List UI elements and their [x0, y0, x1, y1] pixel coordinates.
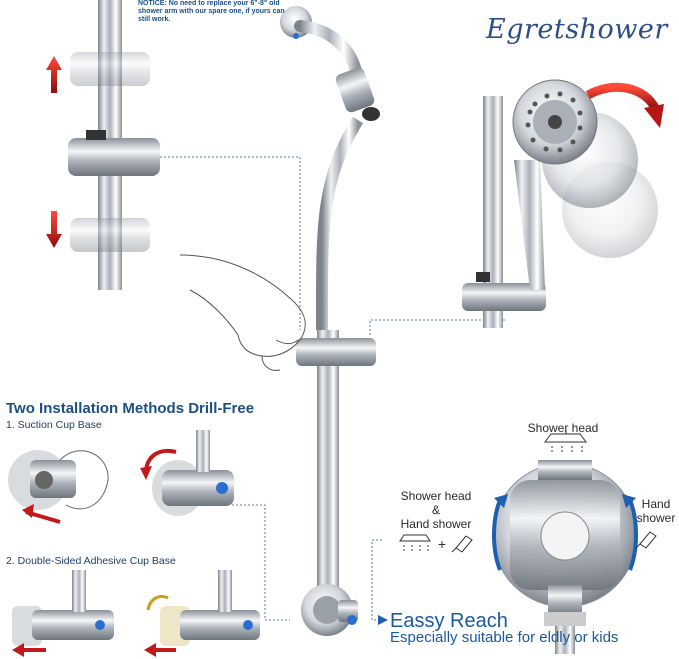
hand-shower-icon-left	[451, 535, 473, 553]
main-shower-assembly	[280, 6, 505, 636]
diverter-right-line2: shower	[636, 511, 676, 525]
bracket-ghost-top	[70, 52, 150, 86]
up-arrow-icon	[46, 56, 62, 93]
plus-sign: +	[437, 536, 447, 552]
suction-cup-illustration	[8, 430, 290, 621]
diverter-left-line1: Shower head	[400, 489, 472, 503]
diverter-illustration	[371, 460, 638, 654]
rotating-hand-shower	[462, 79, 664, 328]
method1-label: 1. Suction Cup Base	[6, 419, 102, 431]
bracket-middle	[68, 138, 160, 176]
diverter-top-label: Shower head	[527, 421, 599, 435]
shower-head-icon-left	[399, 534, 431, 552]
easy-reach-subtitle: Especially suitable for eldly or kids	[390, 629, 619, 646]
method2-label: 2. Double-Sided Adhesive Cup Base	[6, 555, 176, 567]
diverter-right-line1: Hand	[641, 497, 671, 511]
diverter-left-label: Shower head & Hand shower	[392, 489, 480, 531]
hand-illustration	[179, 254, 306, 371]
installation-title: Two Installation Methods Drill-Free	[6, 400, 255, 417]
diverter-left-line2: &	[431, 503, 440, 517]
bracket-ghost-bottom	[70, 218, 150, 252]
main-bracket	[296, 338, 376, 366]
slide-rail-illustration	[46, 0, 301, 330]
diverter-right-label: Hand shower	[632, 497, 679, 525]
hand-shower-icon-right	[635, 531, 657, 549]
diverter-left-line3: Hand shower	[400, 517, 472, 531]
down-arrow-icon	[46, 211, 62, 248]
rotate-arrow-icon	[644, 104, 664, 128]
easy-reach-title: Eassy Reach	[390, 610, 508, 632]
adhesive-cup-illustration	[12, 570, 260, 657]
shower-head-icon	[544, 430, 587, 452]
brand-logo-text: Egretshower	[486, 14, 668, 45]
notice-text: NOTICE: No need to replace your 6"-8" ol…	[138, 0, 285, 23]
